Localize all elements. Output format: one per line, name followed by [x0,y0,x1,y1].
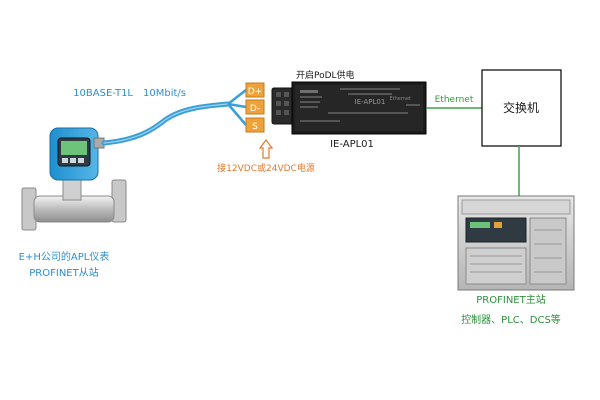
device-label-line2: PROFINET从站 [29,266,98,279]
master-label-line2: 控制器、PLC、DCS等 [461,313,561,326]
svg-text:D-: D- [250,104,260,114]
converter-ethernet-port-label: Ethernet [389,96,411,102]
cable-speed-label: 10Mbit/s [143,88,186,99]
switch-label: 交换机 [503,100,539,115]
switch-box-icon [481,69,562,147]
master-label-line1: PROFINET主站 [476,293,545,306]
wire-dminus [227,102,247,109]
podl-label: 开启PoDL供电 [296,69,355,81]
wire-dplus [227,89,247,105]
power-arrow-icon [258,139,274,159]
device-label-line1: E+H公司的APL仪表 [19,250,110,263]
terminal-dplus: D+ [245,82,265,98]
converter-name-label: IE-APL01 [330,139,374,150]
plc-icon [457,195,575,291]
terminal-dminus: D- [245,99,265,115]
flowmeter-icon [21,127,127,231]
converter-screen-title: IE-APL01 [355,98,386,106]
power-supply-label: 接12VDC或24VDC电源 [217,162,315,174]
wire-shield [227,103,247,126]
ethernet-label: Ethernet [435,95,474,105]
svg-text:S: S [252,122,258,132]
cable-type-label: 10BASE-T1L [73,88,133,99]
apl-cable [101,101,231,146]
svg-text:D+: D+ [248,87,262,97]
converter-box-icon: IE-APL01 Ethernet [271,81,427,135]
terminal-shield: S [245,117,265,133]
